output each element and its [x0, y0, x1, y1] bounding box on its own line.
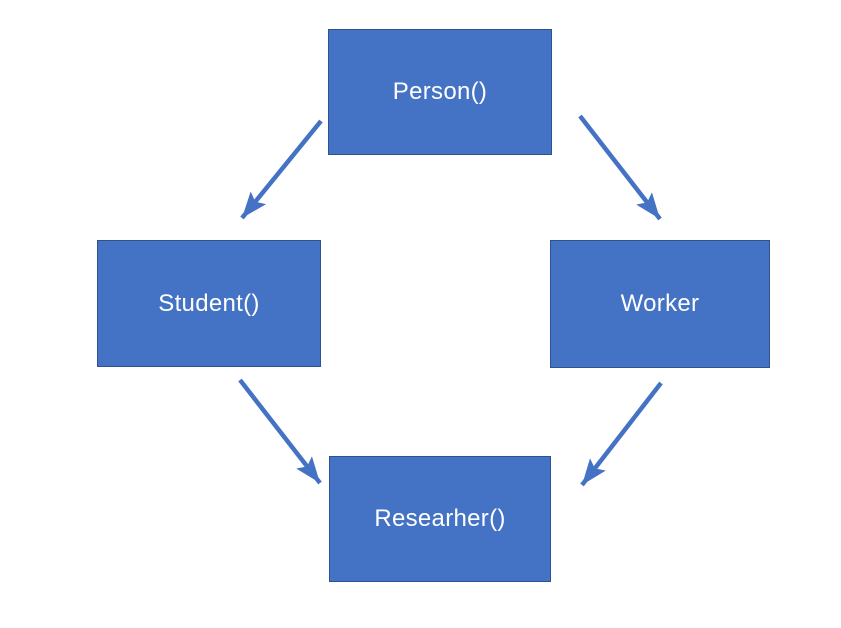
arrow-person-to-student [240, 119, 323, 220]
node-researher: Researher() [329, 456, 551, 582]
node-worker-label: Worker [620, 290, 700, 317]
node-worker: Worker [550, 240, 770, 368]
node-person: Person() [328, 29, 552, 155]
node-student-label: Student() [158, 289, 260, 317]
arrow-student-to-researher [238, 378, 322, 485]
arrow-person-to-worker [578, 114, 662, 221]
node-person-label: Person() [392, 78, 488, 105]
node-researher-label: Researher() [374, 505, 506, 532]
arrow-worker-to-researher [580, 381, 663, 487]
node-student: Student() [97, 240, 321, 367]
